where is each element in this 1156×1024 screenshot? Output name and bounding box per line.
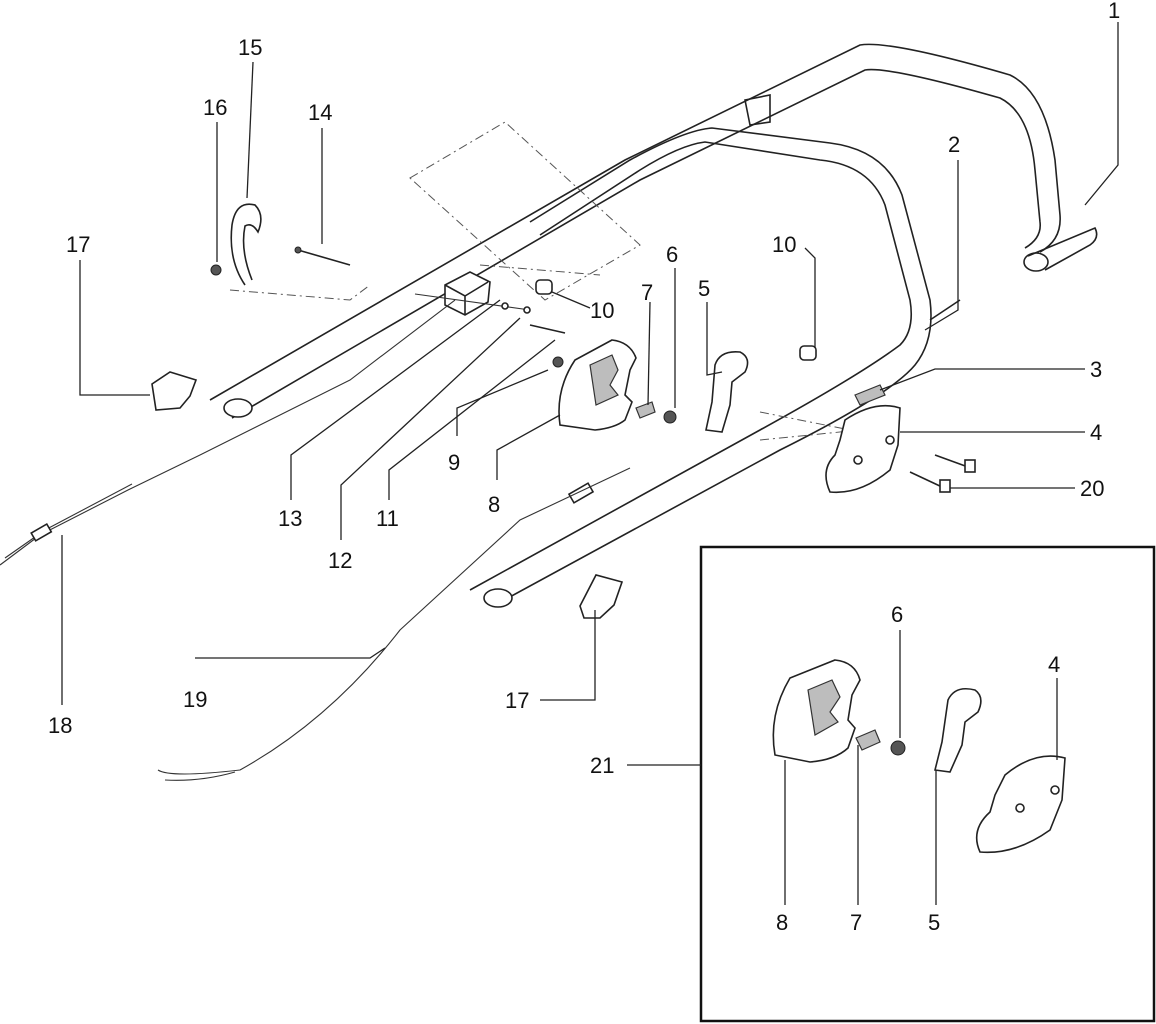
inset-callout-4: 4: [1048, 652, 1060, 677]
callout-20: 20: [1080, 476, 1104, 501]
inset-callout-7: 7: [850, 910, 862, 935]
leader-lines: [61, 22, 1119, 905]
inset-callout-5: 5: [928, 910, 940, 935]
callout-14: 14: [308, 100, 332, 125]
callout-17-left: 17: [66, 232, 90, 257]
cable-clip-left: [151, 371, 198, 411]
callout-10-left: 10: [590, 298, 614, 323]
inset-control-lever: [934, 687, 982, 773]
callout-17-right: 17: [505, 688, 529, 713]
callout-12: 12: [328, 548, 352, 573]
pivot-bushing: [663, 410, 677, 424]
callout-19: 19: [183, 687, 207, 712]
callout-9: 9: [448, 450, 460, 475]
callout-13: 13: [278, 506, 302, 531]
callout-1: 1: [1108, 0, 1120, 23]
bolt-upper: [934, 454, 969, 468]
inset-box: [699, 545, 1156, 1023]
cable-left: [0, 299, 456, 566]
nut: [210, 264, 222, 276]
upper-handle-tube: [209, 43, 1098, 419]
cover-plate: [854, 384, 886, 406]
callout-18: 18: [48, 713, 72, 738]
inset-spring-plate: [855, 729, 881, 751]
callout-16: 16: [203, 95, 227, 120]
callout-10-right: 10: [772, 232, 796, 257]
cable-guide-block: [294, 246, 566, 334]
callout-21: 21: [590, 753, 614, 778]
callout-3: 3: [1090, 357, 1102, 382]
callout-15: 15: [238, 35, 262, 60]
spacer-right: [799, 345, 817, 361]
cable-right: [157, 467, 631, 775]
inset-pivot-bushing: [890, 740, 906, 756]
callout-7: 7: [641, 280, 653, 305]
spring-plate: [635, 401, 656, 419]
inset-callout-8: 8: [776, 910, 788, 935]
hook-clip: [230, 203, 262, 286]
spacer-upper: [535, 279, 553, 295]
lock-nut: [552, 356, 564, 368]
control-lever: [705, 350, 749, 433]
inset-callout-6: 6: [891, 602, 903, 627]
callout-2: 2: [948, 132, 960, 157]
callout-6: 6: [666, 242, 678, 267]
callout-5: 5: [698, 276, 710, 301]
callout-11: 11: [376, 506, 399, 531]
bolt-lower: [909, 471, 943, 488]
cable-clip-right: [579, 574, 624, 619]
callout-4: 4: [1090, 420, 1102, 445]
lever-housing-right: [825, 404, 901, 494]
callout-8: 8: [488, 492, 500, 517]
